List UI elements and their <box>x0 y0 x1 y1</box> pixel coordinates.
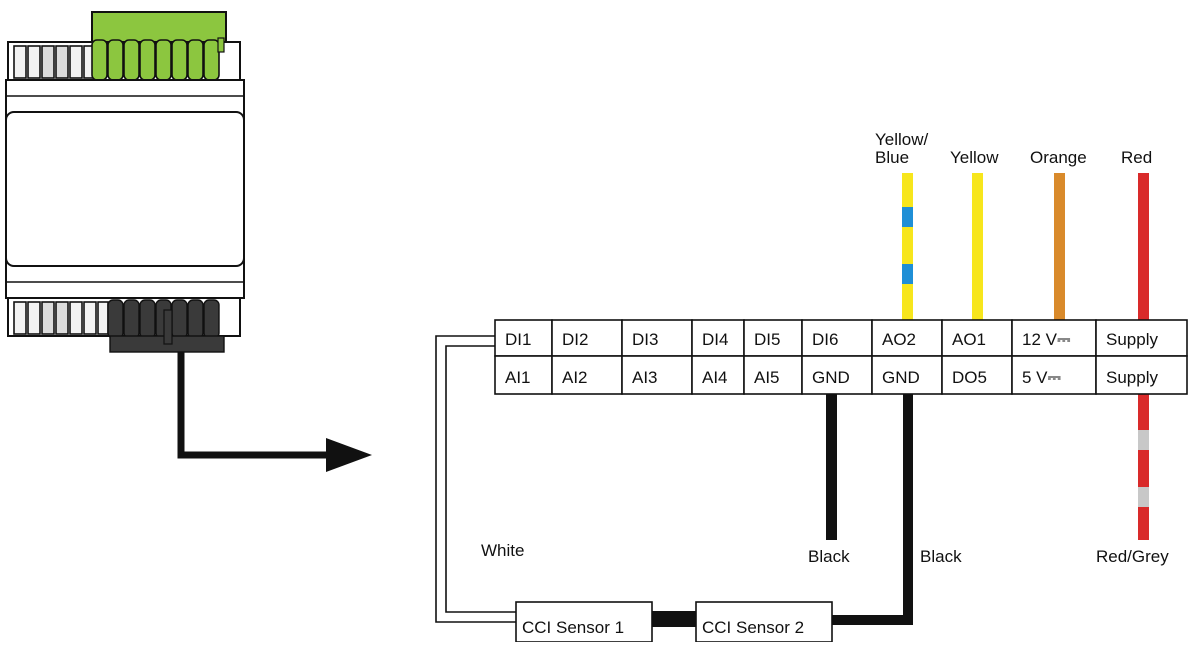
terminal-cell <box>691 355 745 395</box>
cable-arrow <box>177 352 372 472</box>
label-black-1: Black <box>808 547 850 566</box>
cci-sensor-2: CCI Sensor 2 <box>695 601 833 643</box>
terminal-label: AI3 <box>632 368 658 387</box>
arrow-head-icon <box>326 438 372 472</box>
terminal-label: AI2 <box>562 368 588 387</box>
terminal-label: 12 V⎓ <box>1022 330 1071 349</box>
bottom-left-terminals <box>13 301 109 335</box>
wire-yellow-blue <box>902 173 913 320</box>
wire-red-grey <box>1138 394 1149 540</box>
terminal-label: GND <box>882 368 920 387</box>
wire-white <box>435 335 516 623</box>
terminal-label: DI4 <box>702 330 728 349</box>
terminal-cell <box>551 355 623 395</box>
cci-sensor-1: CCI Sensor 1 <box>515 601 653 643</box>
terminal-label: AI5 <box>754 368 780 387</box>
terminal-label: DI3 <box>632 330 658 349</box>
terminal-cell <box>1011 319 1097 357</box>
terminal-cell <box>494 355 553 395</box>
terminal-label: GND <box>812 368 850 387</box>
wire-black-2 <box>832 394 913 625</box>
terminal-cell <box>801 319 873 357</box>
label-black-2: Black <box>920 547 962 566</box>
terminal-cell <box>1095 355 1188 395</box>
terminal-label: AI1 <box>505 368 531 387</box>
controller-front-panel <box>5 111 245 267</box>
terminal-label: DI1 <box>505 330 531 349</box>
terminal-label: DI6 <box>812 330 838 349</box>
controller-module <box>5 11 245 353</box>
cci-sensor-1-label: CCI Sensor 1 <box>522 618 624 637</box>
cci-sensor-2-label: CCI Sensor 2 <box>702 618 804 637</box>
terminal-label: AI4 <box>702 368 728 387</box>
label-yellow-blue-2: Blue <box>875 148 909 167</box>
terminal-cell <box>743 355 803 395</box>
terminal-label: Supply <box>1106 368 1158 387</box>
wire-yellow <box>972 173 983 320</box>
wire-black-1 <box>826 394 837 540</box>
terminal-cell <box>1011 355 1097 395</box>
terminal-label: AO2 <box>882 330 916 349</box>
terminal-cell <box>871 319 943 357</box>
green-connector-teeth <box>91 39 220 81</box>
terminal-cell <box>1095 319 1188 357</box>
sensor-link-cable <box>652 611 696 627</box>
wire-red <box>1138 173 1149 320</box>
label-red-grey: Red/Grey <box>1096 547 1169 566</box>
top-left-terminals <box>13 45 95 79</box>
terminal-cell <box>941 355 1013 395</box>
terminal-label: 5 V⎓ <box>1022 368 1062 387</box>
dark-connector-teeth <box>107 299 220 339</box>
terminal-label: AO1 <box>952 330 986 349</box>
terminal-cell <box>801 355 873 395</box>
terminal-label: Supply <box>1106 330 1158 349</box>
label-red: Red <box>1121 148 1152 167</box>
label-yellow-blue-1: Yellow/ <box>875 130 929 149</box>
terminal-label: DI5 <box>754 330 780 349</box>
label-yellow: Yellow <box>950 148 999 167</box>
wire-orange <box>1054 173 1065 320</box>
terminal-cell <box>871 355 943 395</box>
terminal-label: DI2 <box>562 330 588 349</box>
label-white: White <box>481 541 524 560</box>
terminal-label: DO5 <box>952 368 987 387</box>
label-orange: Orange <box>1030 148 1087 167</box>
green-connector-top <box>91 11 227 43</box>
